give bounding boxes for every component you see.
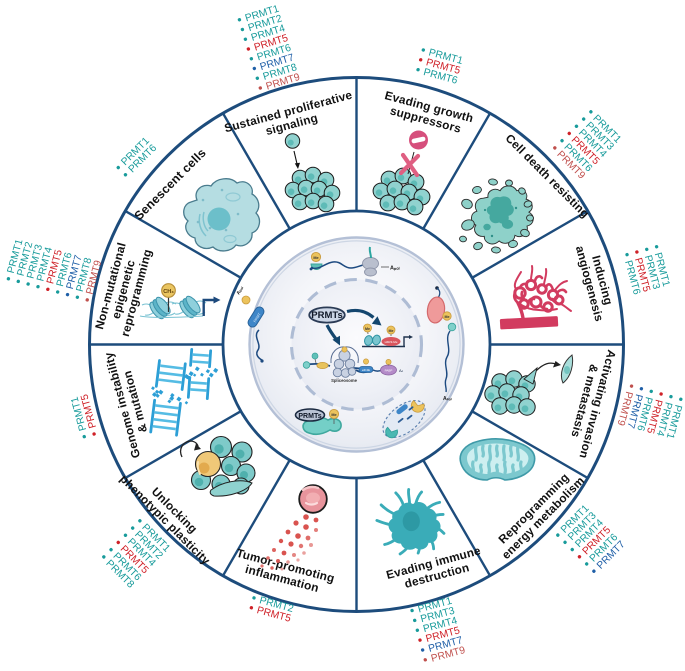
svg-text:Aₚₒₗ: Aₚₒₗ [390,266,400,272]
svg-text:CH₃: CH₃ [163,289,174,295]
svg-text:eIF4E: eIF4E [362,368,370,372]
svg-text:Me: Me [389,329,394,333]
svg-text:PABP: PABP [385,369,393,373]
svg-text:Me: Me [445,315,450,319]
svg-text:PRMTs: PRMTs [311,310,343,321]
svg-text:Me: Me [331,413,336,417]
svg-text:Aₙ: Aₙ [399,368,404,373]
svg-text:PRMT: PRMT [253,312,262,323]
svg-text:H4R3-Me: H4R3-Me [385,340,398,344]
svg-text:Aₚₒₗ: Aₚₒₗ [443,396,452,402]
svg-text:Me: Me [365,327,370,331]
svg-text:PRMTs: PRMTs [298,413,321,420]
svg-text:Me: Me [313,256,318,260]
svg-text:Spliceosome: Spliceosome [331,378,358,383]
svg-text:Aₚₒₗ: Aₚₒₗ [236,285,246,296]
